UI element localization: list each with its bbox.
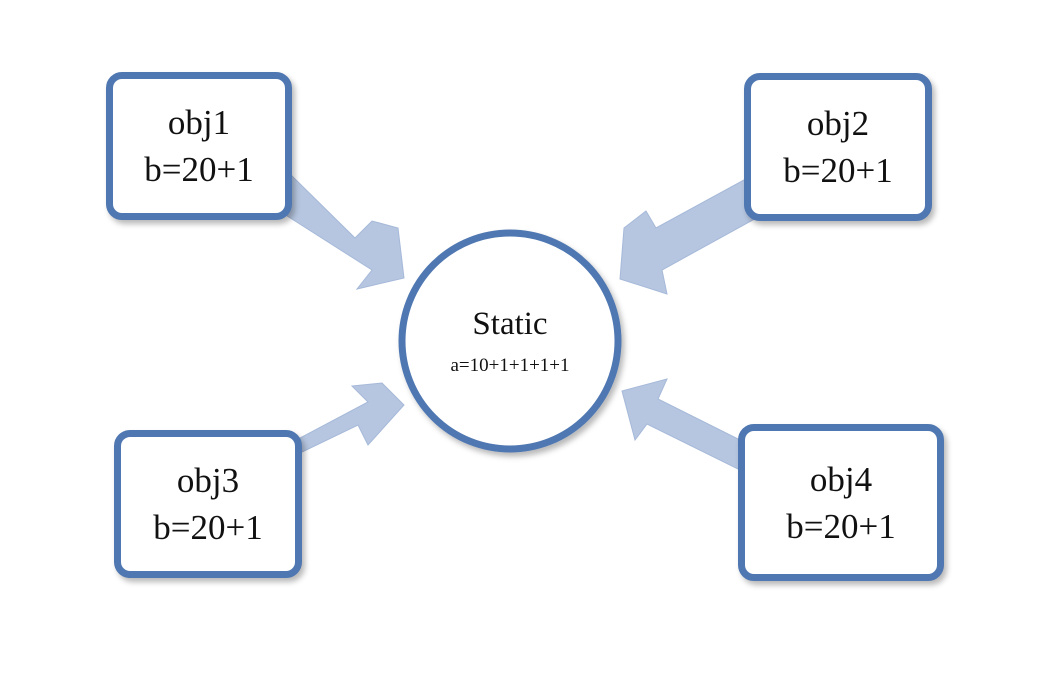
arrow-obj4-to-static (621, 378, 743, 471)
static-title: Static (472, 306, 548, 342)
arrow-obj2-to-static (619, 179, 761, 295)
object-name: obj2 (806, 104, 870, 143)
arrow-obj3-to-static (299, 382, 405, 453)
object-value: b=20+1 (144, 150, 254, 189)
static-node: Static a=10+1+1+1+1 (400, 231, 620, 451)
object-name: obj1 (167, 103, 231, 142)
object-box-obj1: obj1 b=20+1 (106, 72, 292, 220)
object-name: obj3 (176, 461, 240, 500)
object-box-obj4: obj4 b=20+1 (738, 424, 944, 581)
arrow-obj1-to-static (269, 175, 405, 290)
static-value: a=10+1+1+1+1 (450, 355, 570, 376)
object-value: b=20+1 (783, 151, 893, 190)
object-name: obj4 (809, 459, 873, 499)
object-value: b=20+1 (786, 506, 896, 546)
static-circle (398, 229, 622, 453)
object-box-obj3: obj3 b=20+1 (114, 430, 302, 578)
object-box-obj2: obj2 b=20+1 (744, 73, 932, 221)
object-value: b=20+1 (153, 508, 263, 547)
